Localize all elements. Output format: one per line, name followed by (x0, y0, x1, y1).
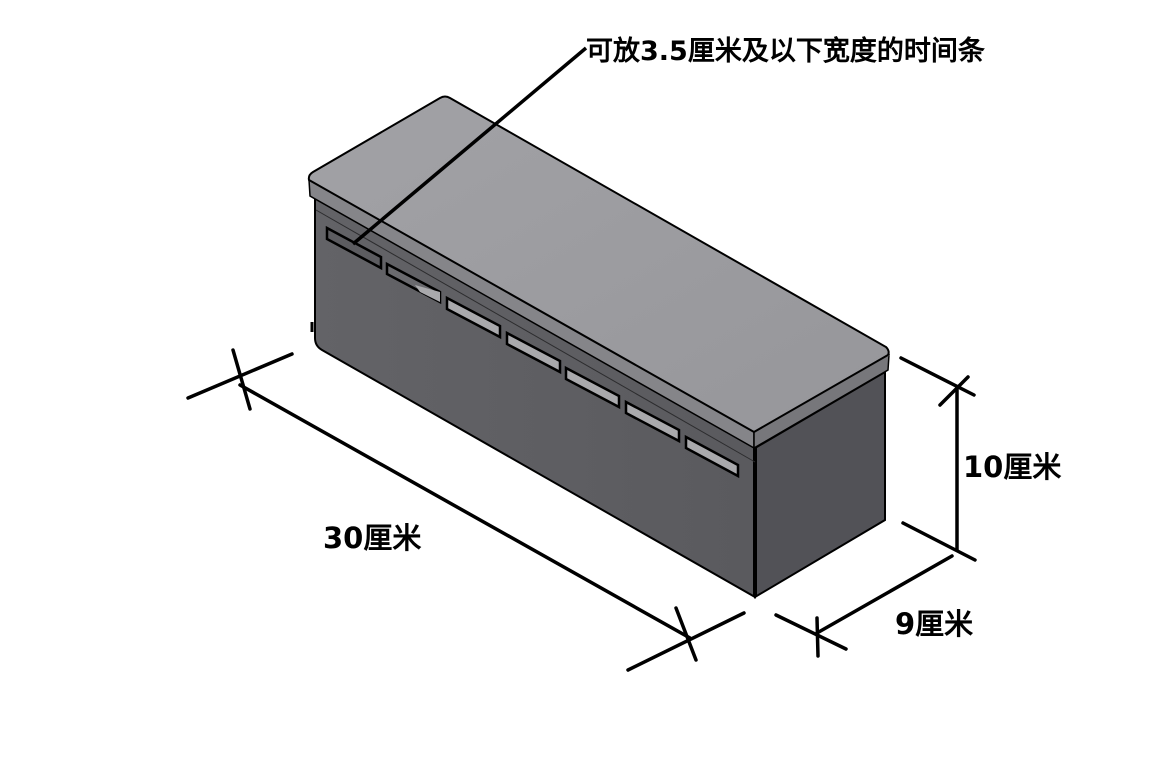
height-ext-bottom (901, 521, 977, 562)
slot-2 (385, 261, 442, 305)
slot-4 (505, 330, 562, 375)
length-tick-right (674, 606, 698, 662)
length-tick-left (231, 348, 252, 411)
box-front-face (310, 194, 756, 599)
slot-1 (325, 225, 383, 271)
length-ext-right (626, 611, 746, 672)
slot-5 (564, 365, 621, 410)
height-dimension-label: 10厘米 (963, 450, 1062, 484)
length-dimension (186, 348, 746, 672)
slot-row (325, 225, 740, 479)
depth-dimension-label: 9厘米 (895, 607, 974, 641)
height-ext-top (899, 356, 976, 397)
height-dimension (899, 356, 977, 562)
length-dimension-label: 30厘米 (323, 521, 422, 555)
height-tick-top (938, 375, 970, 407)
depth-tick-left (815, 616, 820, 658)
front-shadow-line (315, 209, 756, 463)
callout-leader-line (351, 46, 588, 246)
depth-dimension-line (815, 554, 954, 635)
slot-7 (684, 434, 740, 479)
slot-3 (445, 295, 502, 340)
slot-6 (624, 399, 681, 444)
lid-top-surface (307, 95, 890, 434)
depth-ext-left (774, 613, 848, 651)
callout-label: 可放3.5厘米及以下宽度的时间条 (586, 36, 985, 67)
depth-dimension (774, 554, 954, 658)
length-dimension-line (238, 383, 692, 640)
